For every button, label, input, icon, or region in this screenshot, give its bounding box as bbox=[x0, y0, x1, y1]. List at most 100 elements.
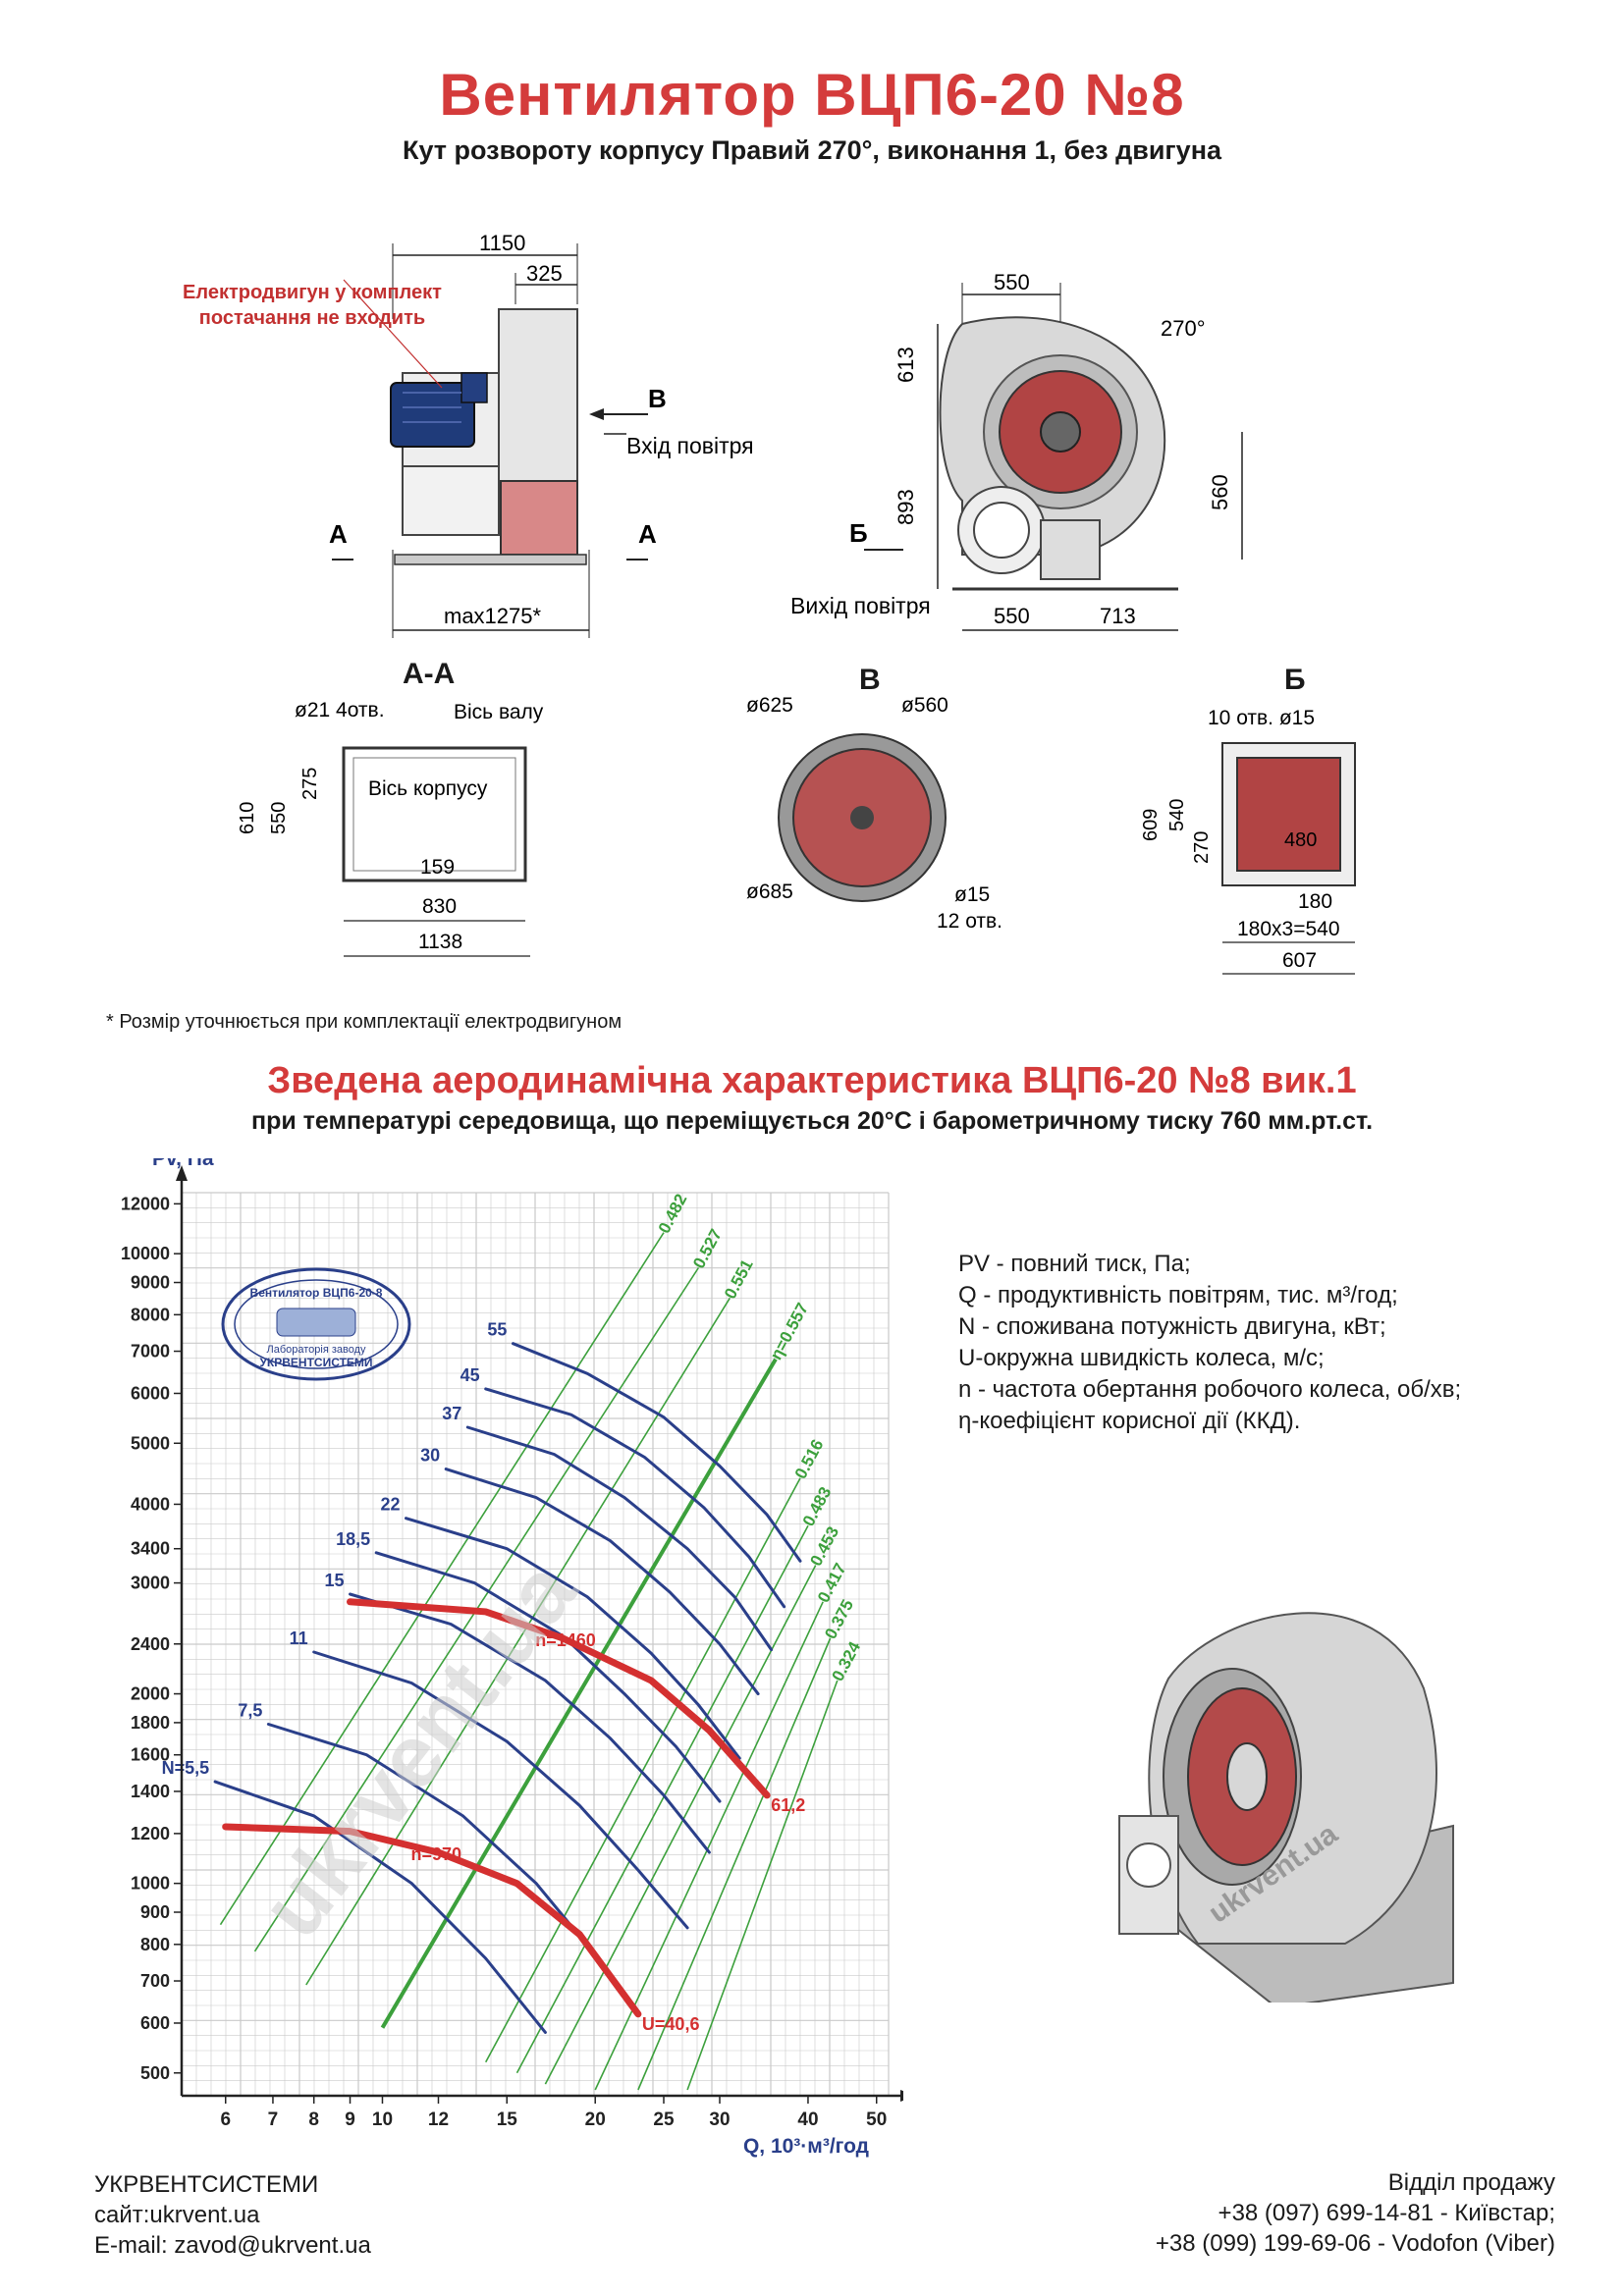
dim-713: 713 bbox=[1100, 604, 1136, 628]
sales-title: Відділ продажу bbox=[1387, 2169, 1555, 2196]
x-tick-label: 6 bbox=[220, 2109, 231, 2130]
power-curve bbox=[349, 1592, 711, 1854]
email-link[interactable]: E-mail: zavod@ukrvent.ua bbox=[94, 2232, 371, 2259]
power-curve bbox=[405, 1517, 741, 1760]
x-axis-label: Q, 10³·м³/год bbox=[743, 2135, 869, 2158]
footnote: * Розмір уточнюється при комплектації ел… bbox=[106, 1011, 623, 1033]
y-tick-label: 900 bbox=[140, 1902, 170, 1922]
x-tick-label: 15 bbox=[497, 2109, 518, 2130]
efficiency-label: 0.516 bbox=[791, 1436, 828, 1481]
aa-dim-159: 159 bbox=[420, 856, 455, 879]
y-tick-label: 500 bbox=[140, 2063, 170, 2083]
power-label: 18,5 bbox=[336, 1529, 370, 1549]
chart-title: Зведена аеродинамічна характеристика ВЦП… bbox=[267, 1060, 1357, 1101]
y-axis-arrow bbox=[176, 1165, 188, 1181]
phone-vodafone[interactable]: +38 (099) 199-69-06 - Vodofon (Viber) bbox=[1155, 2230, 1555, 2257]
efficiency-line bbox=[686, 1680, 839, 2091]
efficiency-line bbox=[380, 1358, 778, 2029]
dim-550-bottom: 550 bbox=[994, 604, 1030, 628]
dim-613: 613 bbox=[893, 347, 918, 383]
x-tick-label: 20 bbox=[585, 2109, 606, 2130]
power-label: 15 bbox=[325, 1571, 345, 1590]
y-tick-label: 1400 bbox=[131, 1782, 170, 1801]
y-tick-label: 1200 bbox=[131, 1824, 170, 1843]
power-label: 22 bbox=[381, 1495, 401, 1515]
b-dim-540w: 180x3=540 bbox=[1237, 918, 1340, 940]
y-tick-label: 1600 bbox=[131, 1745, 170, 1765]
efficiency-label: 0.482 bbox=[655, 1191, 691, 1236]
power-curve bbox=[444, 1468, 760, 1696]
y-tick-label: 2400 bbox=[131, 1634, 170, 1654]
section-b-mark: В bbox=[648, 384, 667, 413]
rpm-curve bbox=[347, 1598, 771, 1799]
b-dim-480: 480 bbox=[1284, 829, 1317, 851]
view-v-label: В bbox=[859, 664, 881, 696]
phone-kyivstar[interactable]: +38 (097) 699-14-81 - Київстар; bbox=[1218, 2200, 1555, 2226]
dim-325: 325 bbox=[526, 261, 563, 286]
power-curve bbox=[465, 1425, 774, 1652]
rpm-label: n=1460 bbox=[535, 1630, 596, 1650]
dim-893: 893 bbox=[893, 489, 918, 525]
y-tick-label: 2000 bbox=[131, 1684, 170, 1704]
x-tick-label: 25 bbox=[653, 2109, 675, 2130]
y-tick-label: 8000 bbox=[131, 1305, 170, 1324]
y-tick-label: 1000 bbox=[131, 1874, 170, 1894]
footer-sales-block: Відділ продажу +38 (097) 699-14-81 - Киї… bbox=[1156, 2167, 1555, 2259]
power-label: 30 bbox=[420, 1446, 440, 1466]
power-curve bbox=[512, 1342, 802, 1563]
stamp-bottom: УКРВЕНТСИСТЕМИ bbox=[259, 1356, 372, 1369]
page-subtitle: Кут розвороту корпусу Правий 270°, викон… bbox=[402, 135, 1222, 165]
y-tick-label: 3000 bbox=[131, 1574, 170, 1593]
y-tick-label: 800 bbox=[140, 1935, 170, 1954]
efficiency-label: 0.527 bbox=[689, 1226, 726, 1271]
power-label: 37 bbox=[442, 1404, 461, 1423]
efficiency-label: 0.551 bbox=[721, 1256, 757, 1302]
power-label: 55 bbox=[487, 1320, 507, 1340]
aa-dim-1138: 1138 bbox=[418, 931, 462, 953]
v-d560: ø560 bbox=[901, 694, 948, 717]
x-tick-label: 30 bbox=[709, 2109, 730, 2130]
x-tick-label: 8 bbox=[308, 2109, 319, 2130]
v-d685: ø685 bbox=[746, 881, 793, 903]
b-dim-540: 540 bbox=[1166, 799, 1188, 831]
power-label: 7,5 bbox=[238, 1700, 262, 1720]
side-view-drawing: 1150 325 max1275* А А В Вхід повітря bbox=[329, 231, 754, 638]
x-tick-label: 12 bbox=[428, 2109, 449, 2130]
y-tick-label: 600 bbox=[140, 2013, 170, 2033]
y-tick-label: 1800 bbox=[131, 1713, 170, 1733]
power-label: 11 bbox=[290, 1629, 308, 1648]
y-tick-label: 4000 bbox=[131, 1494, 170, 1514]
x-tick-label: 50 bbox=[866, 2109, 887, 2130]
dim-max1275: max1275* bbox=[444, 604, 542, 628]
power-label: 45 bbox=[460, 1365, 480, 1385]
stamp-mid: Лабораторія заводу bbox=[266, 1344, 366, 1356]
site-link[interactable]: сайт:ukrvent.ua bbox=[94, 2202, 260, 2228]
aa-dim-550: 550 bbox=[268, 802, 290, 834]
rpm-end-label: 61,2 bbox=[771, 1795, 805, 1815]
footer-company-block: УКРВЕНТСИСТЕМИ сайт:ukrvent.ua E-mail: z… bbox=[94, 2169, 371, 2261]
power-curve bbox=[213, 1780, 547, 2034]
dim-1150: 1150 bbox=[479, 231, 525, 255]
aa-dim-830: 830 bbox=[422, 895, 457, 918]
b-dim-609: 609 bbox=[1140, 809, 1162, 841]
aa-holes: ø21 4отв. bbox=[295, 699, 385, 721]
legend-line: n - частота обертання робочого колеса, о… bbox=[958, 1376, 1462, 1403]
outlet-label: Вихід повітря bbox=[790, 593, 931, 618]
v-d625: ø625 bbox=[746, 694, 793, 717]
legend-line: N - споживана потужність двигуна, кВт; bbox=[958, 1313, 1386, 1340]
section-a-left: А bbox=[329, 519, 348, 549]
efficiency-label: η=0.557 bbox=[767, 1300, 812, 1362]
dim-270-angle: 270° bbox=[1161, 316, 1206, 341]
efficiency-line bbox=[484, 1477, 801, 2063]
y-tick-label: 10000 bbox=[121, 1244, 170, 1263]
power-curve bbox=[374, 1551, 722, 1803]
efficiency-line bbox=[594, 1601, 824, 2091]
x-tick-label: 9 bbox=[345, 2109, 355, 2130]
v-d15: ø15 bbox=[954, 883, 990, 906]
view-aa-drawing: ø21 4отв. Вісь валу Вісь корпусу 610 550… bbox=[237, 699, 544, 957]
aa-shaft-axis: Вісь валу bbox=[454, 701, 544, 723]
legend-line: η-коефіцієнт корисної дії (ККД). bbox=[958, 1408, 1301, 1434]
y-tick-label: 12000 bbox=[121, 1194, 170, 1213]
aa-body-axis: Вісь корпусу bbox=[368, 777, 488, 800]
